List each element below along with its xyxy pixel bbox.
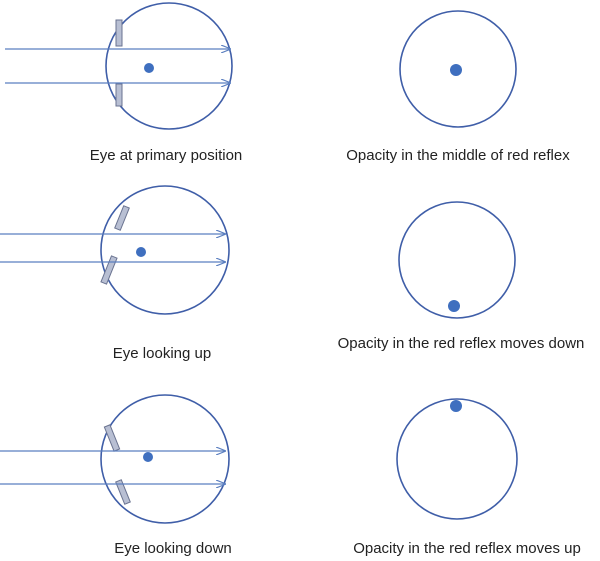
row-primary-position: Eye at primary position Opacity in the m… <box>5 2 570 164</box>
eye-caption: Eye at primary position <box>90 147 243 164</box>
red-reflex-circle <box>399 10 517 128</box>
reflex-opacity <box>448 300 460 312</box>
row-eye-looking-down: Eye looking down Opacity in the red refl… <box>0 394 581 557</box>
lens-opacity <box>136 247 146 257</box>
eye-globe <box>100 185 230 315</box>
red-reflex-circle <box>396 398 518 520</box>
reflex-caption: Opacity in the red reflex moves up <box>353 540 581 557</box>
lens-opacity <box>143 452 153 462</box>
eye-caption: Eye looking up <box>113 345 211 362</box>
red-reflex-circle <box>398 201 516 319</box>
iris-upper <box>103 424 121 452</box>
lens-opacity <box>144 63 154 73</box>
reflex-caption: Opacity in the middle of red reflex <box>346 147 570 164</box>
iris-lower <box>115 479 131 505</box>
reflex-opacity <box>450 64 462 76</box>
eye-caption: Eye looking down <box>114 540 232 557</box>
iris-upper <box>114 205 130 231</box>
row-eye-looking-up: Eye looking up Opacity in the red reflex… <box>0 185 585 362</box>
eye-globe <box>105 2 233 130</box>
iris-lower <box>100 255 118 285</box>
iris-lower <box>115 83 123 107</box>
eye-globe <box>100 394 230 524</box>
reflex-caption: Opacity in the red reflex moves down <box>338 335 585 352</box>
iris-upper <box>115 19 123 47</box>
reflex-opacity <box>450 400 462 412</box>
